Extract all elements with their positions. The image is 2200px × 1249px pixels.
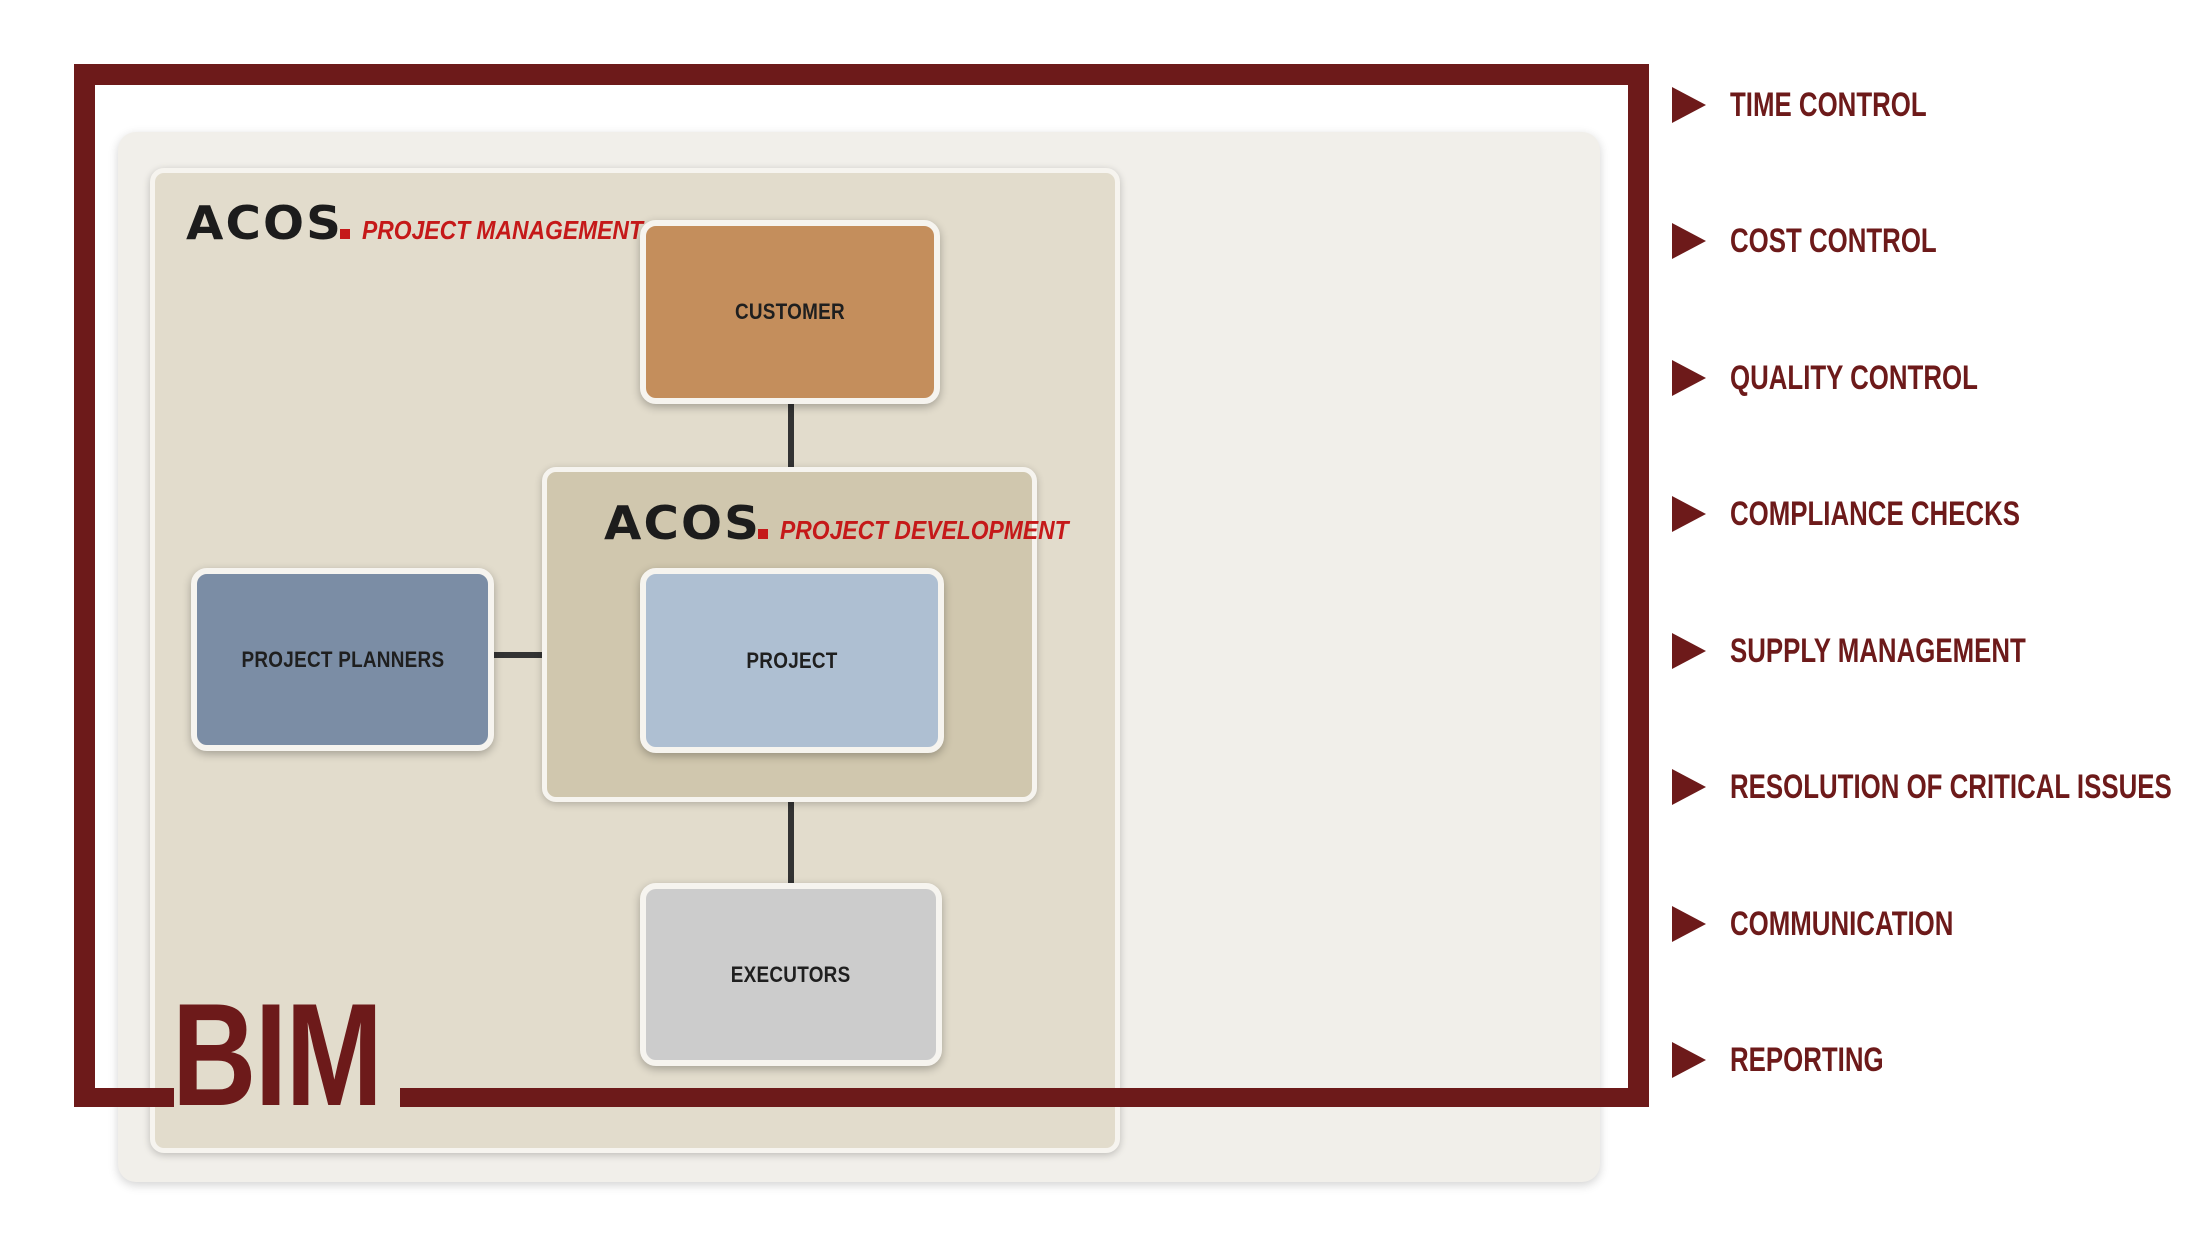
acos-logo-text: ACOS xyxy=(186,196,344,250)
management-subtitle: PROJECT MANAGEMENT xyxy=(361,215,643,245)
bim-frame-bottom-right xyxy=(400,1088,1649,1107)
control-item-cost: COST CONTROL xyxy=(1672,216,2192,266)
bim-frame-bottom-left xyxy=(74,1088,174,1107)
triangle-arrow-icon xyxy=(1672,496,1706,532)
control-item-critical-issues: RESOLUTION OF CRITICAL ISSUES xyxy=(1672,762,2192,812)
bim-frame-right xyxy=(1628,64,1649,1107)
control-item-time: TIME CONTROL xyxy=(1672,80,2192,130)
control-label: TIME CONTROL xyxy=(1730,85,1927,124)
control-item-reporting: REPORTING xyxy=(1672,1035,2192,1085)
logo-dot xyxy=(757,529,768,539)
management-logo: ACOS PROJECT MANAGEMENT xyxy=(186,196,681,256)
control-item-communication: COMMUNICATION xyxy=(1672,899,2192,949)
control-label: QUALITY CONTROL xyxy=(1730,358,1978,397)
logo-dot xyxy=(339,229,350,239)
bim-label: BIM xyxy=(172,973,383,1136)
bim-frame-top xyxy=(74,64,1649,85)
triangle-arrow-icon xyxy=(1672,1042,1706,1078)
control-label: REPORTING xyxy=(1730,1040,1884,1079)
control-item-compliance: COMPLIANCE CHECKS xyxy=(1672,489,2192,539)
executors-label: EXECUTORS xyxy=(731,961,851,987)
bim-frame-left xyxy=(74,64,95,1107)
triangle-arrow-icon xyxy=(1672,87,1706,123)
acos-logo-text: ACOS xyxy=(604,496,762,550)
triangle-arrow-icon xyxy=(1672,906,1706,942)
control-label: COMPLIANCE CHECKS xyxy=(1730,494,2020,533)
triangle-arrow-icon xyxy=(1672,223,1706,259)
executors-node: EXECUTORS xyxy=(640,883,942,1066)
control-item-supply: SUPPLY MANAGEMENT xyxy=(1672,626,2192,676)
triangle-arrow-icon xyxy=(1672,769,1706,805)
customer-label: CUSTOMER xyxy=(734,299,845,324)
triangle-arrow-icon xyxy=(1672,360,1706,396)
control-label: COST CONTROL xyxy=(1730,221,1937,260)
triangle-arrow-icon xyxy=(1672,633,1706,669)
project-planners-node: PROJECT PLANNERS xyxy=(191,568,494,751)
development-subtitle: PROJECT DEVELOPMENT xyxy=(779,515,1069,545)
connector-customer-development xyxy=(788,404,794,472)
project-node: PROJECT xyxy=(640,568,944,753)
connector-development-executors xyxy=(788,800,794,885)
control-label: SUPPLY MANAGEMENT xyxy=(1730,631,2026,670)
project-planners-label: PROJECT PLANNERS xyxy=(241,646,444,672)
control-label: RESOLUTION OF CRITICAL ISSUES xyxy=(1730,767,2172,806)
development-logo: ACOS PROJECT DEVELOPMENT xyxy=(604,496,1108,556)
control-label: COMMUNICATION xyxy=(1730,904,1954,943)
project-label: PROJECT xyxy=(746,647,838,673)
customer-node: CUSTOMER xyxy=(640,220,940,404)
control-item-quality: QUALITY CONTROL xyxy=(1672,353,2192,403)
